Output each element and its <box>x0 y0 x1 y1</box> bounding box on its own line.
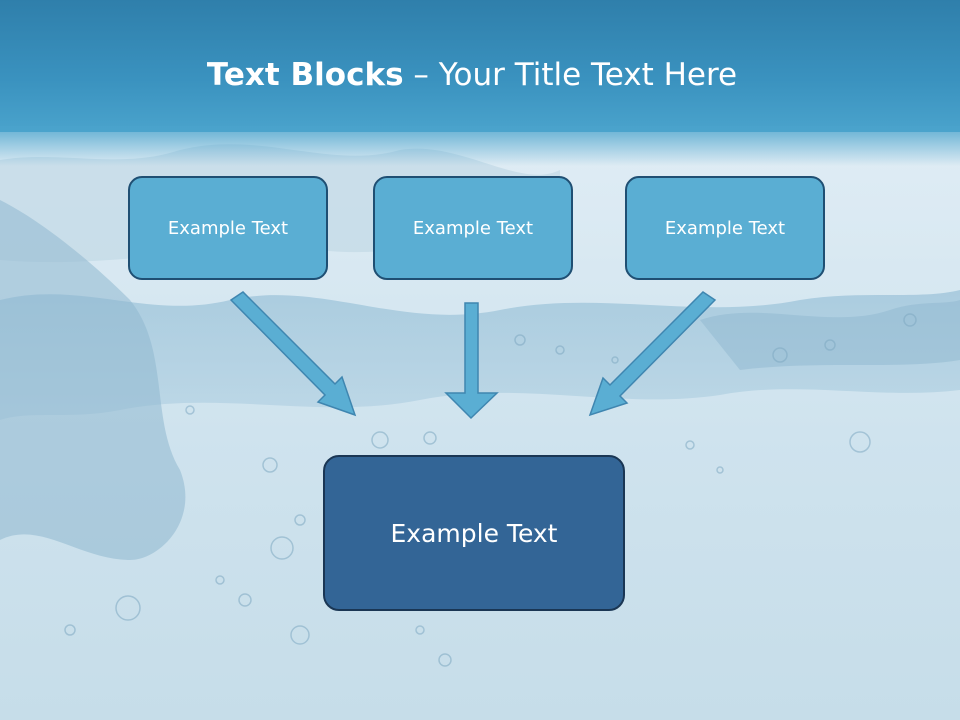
title-bar <box>0 0 960 132</box>
top-text-block-2-label: Example Text <box>412 217 534 239</box>
top-text-block-1-label: Example Text <box>167 217 289 239</box>
bottom-text-block[interactable]: Example Text <box>323 455 625 611</box>
arrow-right <box>588 291 717 417</box>
top-text-block-3-label: Example Text <box>664 217 786 239</box>
top-text-block-1[interactable]: Example Text <box>128 176 328 280</box>
slide-title[interactable]: Text Blocks – Your Title Text Here <box>0 52 944 98</box>
top-text-block-2[interactable]: Example Text <box>373 176 573 280</box>
title-bold-text: Text Blocks <box>206 57 404 93</box>
bottom-text-block-label: Example Text <box>390 518 558 548</box>
title-dash: – <box>413 57 429 93</box>
arrow-left <box>229 291 357 417</box>
title-rest-text: Your Title Text Here <box>438 57 738 93</box>
arrow-center <box>444 302 499 420</box>
title-bar-fade <box>0 126 960 166</box>
top-text-block-3[interactable]: Example Text <box>625 176 825 280</box>
